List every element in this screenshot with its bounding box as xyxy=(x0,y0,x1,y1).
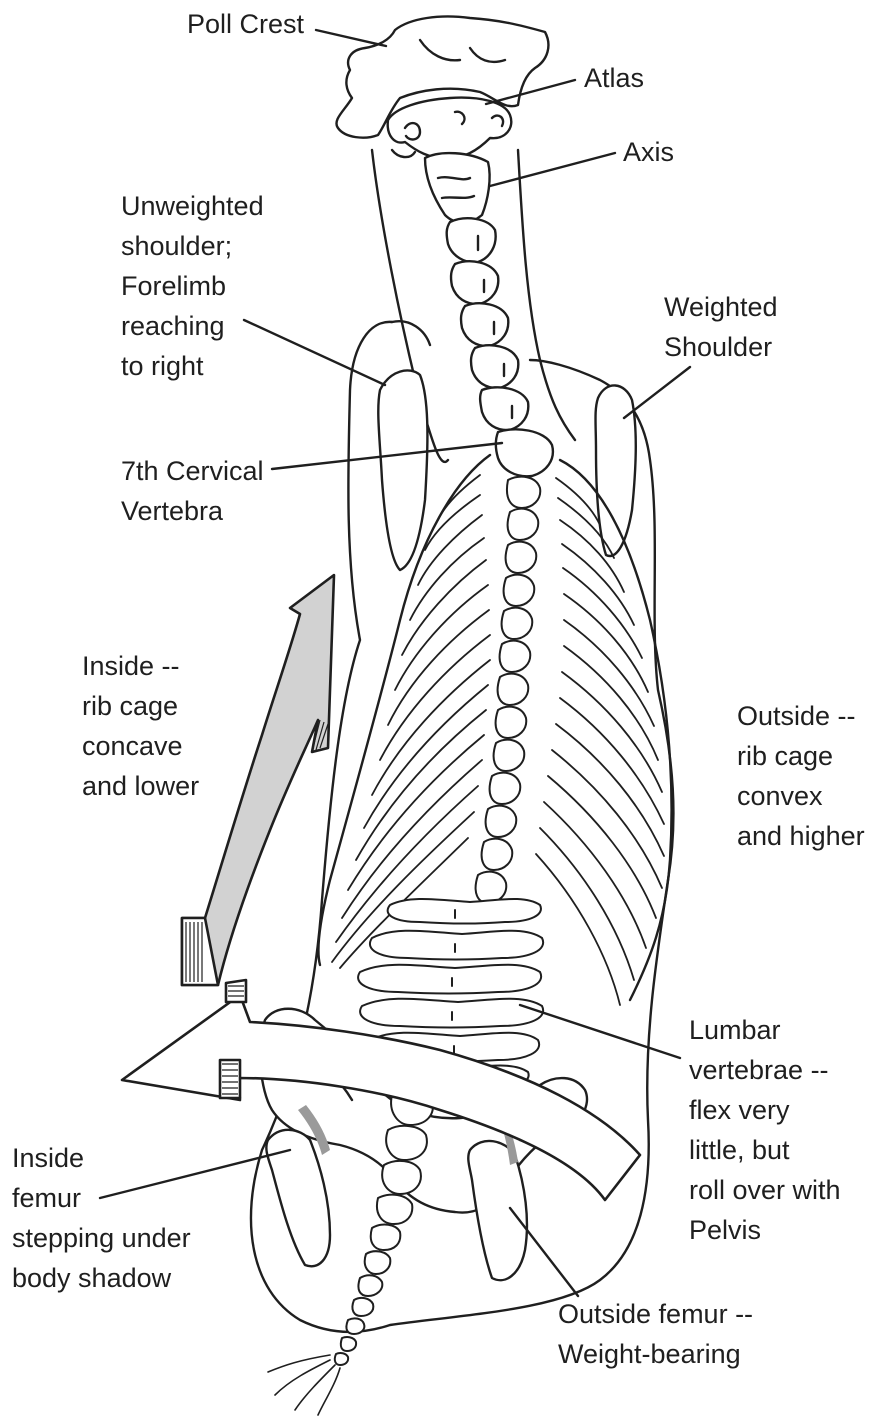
leader-weighted-shoulder xyxy=(624,367,690,418)
axis-bone xyxy=(425,153,490,222)
label-lumbar-vertebrae: Lumbar vertebrae -- flex very little, bu… xyxy=(689,1010,841,1250)
label-atlas: Atlas xyxy=(584,58,644,98)
leader-axis xyxy=(490,153,615,186)
label-line: rib cage xyxy=(737,736,865,776)
label-line: Outside -- xyxy=(737,696,865,736)
label-line: flex very xyxy=(689,1090,841,1130)
label-axis: Axis xyxy=(623,132,674,172)
label-poll-crest: Poll Crest xyxy=(187,4,304,44)
label-line: femur xyxy=(12,1178,191,1218)
label-line: Weight-bearing xyxy=(558,1334,753,1374)
label-line: stepping under xyxy=(12,1218,191,1258)
label-line: convex xyxy=(737,776,865,816)
label-unweighted-shoulder: Unweighted shoulder; Forelimb reaching t… xyxy=(121,186,264,386)
label-weighted-shoulder: Weighted Shoulder xyxy=(664,287,778,367)
leader-unweighted-shoulder xyxy=(244,320,385,385)
large-curved-arrow-up-icon xyxy=(182,575,334,985)
label-inside-rib-cage: Inside -- rib cage concave and lower xyxy=(82,646,199,806)
label-line: and higher xyxy=(737,816,865,856)
label-line: vertebrae -- xyxy=(689,1050,841,1090)
tail-hair xyxy=(268,1355,340,1415)
label-line: roll over with xyxy=(689,1170,841,1210)
label-line: 7th Cervical xyxy=(121,451,264,491)
label-line: and lower xyxy=(82,766,199,806)
rib-cage-ribs-outside xyxy=(536,478,664,1005)
inside-femur-bone xyxy=(266,1130,330,1266)
label-outside-rib-cage: Outside -- rib cage convex and higher xyxy=(737,696,865,856)
label-line: little, but xyxy=(689,1130,841,1170)
unweighted-shoulder-blade xyxy=(378,370,427,570)
label-line: Vertebra xyxy=(121,491,264,531)
label-line: Lumbar xyxy=(689,1010,841,1050)
label-line: rib cage xyxy=(82,686,199,726)
label-line: shoulder; xyxy=(121,226,264,266)
label-line: Inside xyxy=(12,1138,191,1178)
label-inside-femur: Inside femur stepping under body shadow xyxy=(12,1138,191,1298)
leader-poll-crest xyxy=(316,30,386,46)
label-line: Pelvis xyxy=(689,1210,841,1250)
label-line: Outside femur -- xyxy=(558,1294,753,1334)
label-line: Poll Crest xyxy=(187,4,304,44)
weighted-shoulder-blade xyxy=(596,385,636,555)
label-outside-femur: Outside femur -- Weight-bearing xyxy=(558,1294,753,1374)
thoracic-vertebrae xyxy=(476,477,541,903)
label-line: concave xyxy=(82,726,199,766)
label-line: Axis xyxy=(623,132,674,172)
label-line: Atlas xyxy=(584,58,644,98)
seventh-cervical-vertebra xyxy=(496,429,553,476)
leader-lumbar xyxy=(520,1005,680,1058)
label-line: Forelimb xyxy=(121,266,264,306)
label-line: Inside -- xyxy=(82,646,199,686)
label-seventh-cervical: 7th Cervical Vertebra xyxy=(121,451,264,531)
label-line: to right xyxy=(121,346,264,386)
label-line: Shoulder xyxy=(664,327,778,367)
label-line: body shadow xyxy=(12,1258,191,1298)
label-line: reaching xyxy=(121,306,264,346)
label-line: Unweighted xyxy=(121,186,264,226)
outside-femur-bone xyxy=(468,1141,527,1280)
label-line: Weighted xyxy=(664,287,778,327)
